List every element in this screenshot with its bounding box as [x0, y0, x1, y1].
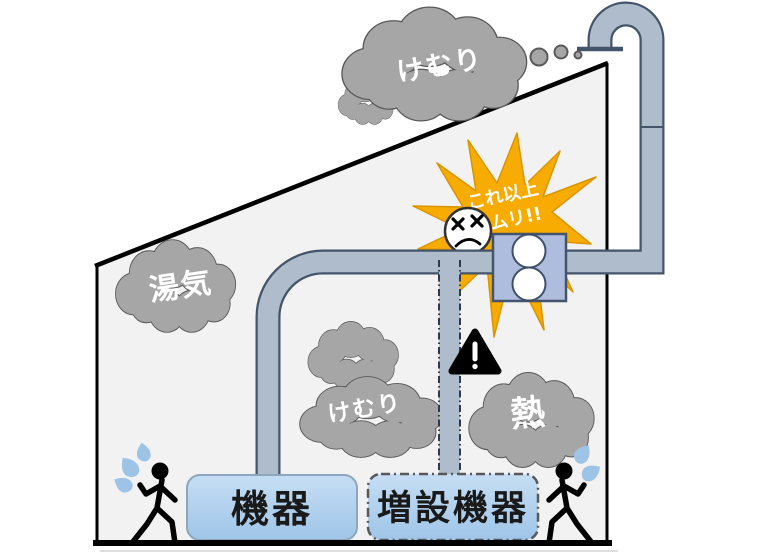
fan-rotor-top — [511, 233, 547, 269]
steam-cloud: 湯気 — [114, 239, 237, 333]
smoke-cloud-top: けむり — [337, 6, 528, 125]
heat-cloud: 熱 — [468, 372, 595, 468]
sad-face-icon — [443, 206, 493, 256]
fan-rotor-bottom — [511, 266, 547, 302]
floor-line — [93, 540, 618, 552]
equipment-label: 機器 — [231, 487, 313, 531]
roof-line — [94, 60, 609, 269]
warning-triangle-icon — [448, 328, 502, 375]
fan-unit — [491, 232, 568, 303]
smoke-cloud-middle: けむり — [299, 321, 444, 459]
smoke-trail — [529, 44, 583, 67]
added-equipment-label: 増設機器 — [377, 489, 529, 529]
equipment-box: 機器 — [186, 474, 358, 541]
exhaust-duct — [255, 1, 665, 476]
added-equipment-box: 増設機器 — [366, 472, 540, 542]
heat-label: 熱 — [509, 392, 549, 435]
